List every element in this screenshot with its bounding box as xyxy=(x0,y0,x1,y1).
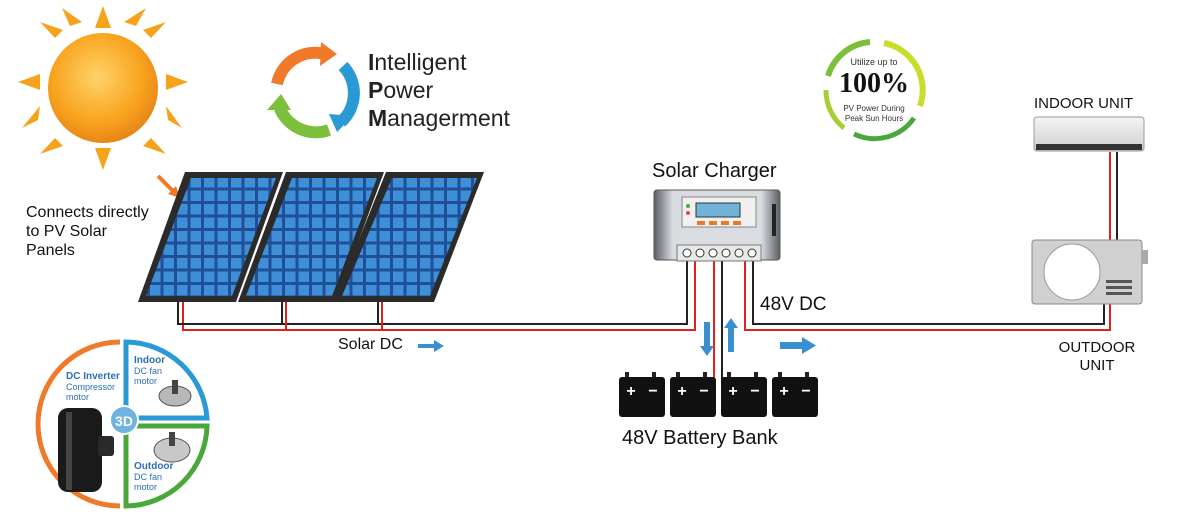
load-right-arrow xyxy=(780,337,816,354)
3d-badge-label: 3D xyxy=(115,413,133,429)
battery-2 xyxy=(670,372,716,417)
svg-text:−: − xyxy=(648,383,657,400)
indoor-unit-device xyxy=(1033,116,1145,152)
svg-text:+: + xyxy=(677,383,686,400)
flow-arrows xyxy=(418,318,816,356)
intelligent-power-management-title: Intelligent Power Managerment xyxy=(368,49,510,131)
outdoor-unit-device xyxy=(1031,239,1148,305)
charge-down-arrow xyxy=(700,322,714,356)
badge-value: 100% xyxy=(839,68,909,99)
sun-icon xyxy=(18,6,188,170)
solar-panel-1 xyxy=(138,172,283,302)
indoor-unit-label: INDOOR UNIT xyxy=(1034,95,1134,112)
badge-top-text: Utilize up to xyxy=(850,57,898,67)
indoor-fan-motor-icon xyxy=(158,380,192,407)
svg-text:+: + xyxy=(728,383,737,400)
solar-dc-arrow xyxy=(418,340,444,352)
svg-text:−: − xyxy=(801,383,810,400)
recycle-power-icon xyxy=(267,42,360,139)
svg-text:+: + xyxy=(779,383,788,400)
solar-panel-3 xyxy=(334,172,484,302)
wiring xyxy=(177,152,1118,380)
battery-bank-label: 48V Battery Bank xyxy=(622,427,778,449)
sun-to-panel-arrow xyxy=(156,174,180,198)
svg-text:−: − xyxy=(750,383,759,400)
dc-48v-label: 48V DC xyxy=(760,294,827,315)
battery-4 xyxy=(772,372,818,417)
outdoor-unit-label: OUTDOOR UNIT xyxy=(1058,339,1136,374)
battery-3 xyxy=(721,372,767,417)
compressor-motor-icon xyxy=(58,408,114,492)
solar-dc-label: Solar DC xyxy=(338,336,403,353)
battery-1 xyxy=(619,372,665,417)
utilization-badge-ring xyxy=(823,39,926,142)
svg-text:−: − xyxy=(699,383,708,400)
solar-charger-device xyxy=(653,189,781,262)
connects-panels-label: Connects directly to PV Solar Panels xyxy=(26,204,149,259)
battery-bank: +− +− +− +− xyxy=(619,372,818,417)
motors-quadrant-graphic xyxy=(35,339,210,509)
outdoor-fan-motor-icon xyxy=(153,432,191,463)
solar-charger-label: Solar Charger xyxy=(652,160,777,182)
discharge-up-arrow xyxy=(724,318,738,352)
svg-text:+: + xyxy=(626,383,635,400)
